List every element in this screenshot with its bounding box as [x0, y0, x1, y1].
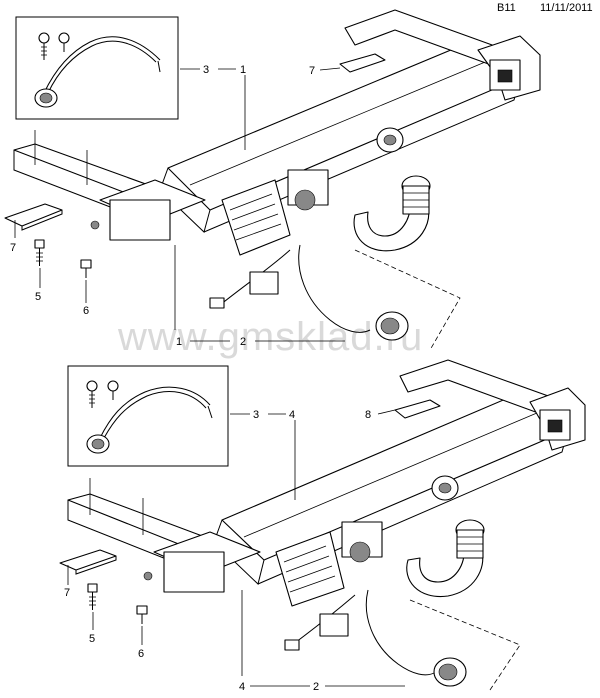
callout-7: 7	[309, 65, 315, 77]
callout-2: 2	[240, 336, 246, 348]
bottom-inset-frame	[67, 365, 229, 467]
watermark: www.gmsklad.ru	[117, 315, 423, 359]
diagram-date: 11/11/2011	[540, 2, 593, 14]
callout-4: 4	[239, 681, 245, 693]
tow-bar-beam	[213, 391, 569, 585]
bracket-plate	[4, 203, 63, 231]
bracket-plate	[339, 53, 386, 73]
top-inset-frame	[15, 16, 179, 120]
bolt-icon	[34, 239, 45, 266]
tow-bar-beam	[159, 41, 521, 233]
connector-plug	[209, 297, 225, 309]
right-bracket	[399, 359, 586, 451]
bolt-icon	[38, 32, 50, 60]
cable	[103, 391, 207, 439]
top-inset-kit	[15, 16, 179, 120]
bracket-plate	[59, 549, 117, 575]
callout-2: 2	[313, 681, 319, 693]
leader-line	[377, 409, 396, 415]
callout-3: 3	[253, 409, 259, 421]
bolt-icon	[107, 380, 119, 400]
trailer-socket-icon	[375, 311, 409, 341]
callout-3: 3	[203, 64, 209, 76]
callout-8: 8	[365, 409, 371, 421]
left-side-member	[13, 143, 206, 241]
connector-block	[319, 613, 349, 637]
bolt-icon	[86, 380, 98, 408]
wiring-harness	[209, 169, 409, 341]
cable	[43, 36, 161, 94]
top-assembly: 3 1 7 7 5 6 1 2	[4, 9, 541, 351]
leader-line	[319, 67, 341, 71]
nut-icon	[80, 259, 92, 278]
bolt-icon	[58, 32, 70, 52]
callout-1: 1	[176, 336, 182, 348]
left-side-member	[67, 493, 261, 593]
dashed-group-outline	[409, 599, 521, 691]
wiring-harness	[275, 521, 467, 687]
bottom-assembly: 3 4 8 7 5 6 4 2	[59, 359, 586, 693]
dashed-group-outline	[354, 249, 461, 351]
bolt-hole	[90, 220, 100, 230]
callout-7: 7	[10, 242, 16, 254]
callout-7: 7	[64, 587, 70, 599]
tow-ball-hook	[406, 475, 485, 598]
socket-cap-icon	[34, 88, 58, 108]
cable-end	[157, 60, 161, 73]
cable	[99, 386, 211, 439]
tow-ball-hook	[353, 127, 431, 252]
callout-1: 1	[240, 64, 246, 76]
callout-6: 6	[138, 648, 144, 660]
socket-cap-icon	[86, 434, 110, 454]
bottom-inset-kit	[67, 365, 229, 467]
bracket-plate	[394, 399, 441, 419]
cable-end	[207, 405, 213, 419]
callout-6: 6	[83, 305, 89, 317]
connector-plug	[284, 639, 300, 651]
callout-5: 5	[35, 291, 41, 303]
callout-5: 5	[89, 633, 95, 645]
cable	[47, 40, 157, 94]
bolt-hole	[143, 571, 153, 581]
nut-icon	[136, 605, 148, 624]
right-bracket	[344, 9, 541, 101]
connector-block	[249, 271, 279, 295]
bolt-icon	[87, 583, 98, 610]
callout-4: 4	[289, 409, 295, 421]
page-code: B11	[497, 2, 516, 14]
trailer-socket-icon	[433, 657, 467, 687]
